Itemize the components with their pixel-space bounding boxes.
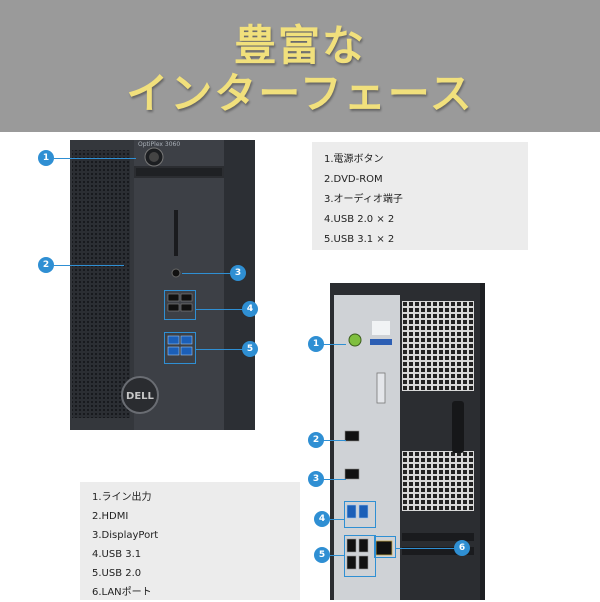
callout-leader	[330, 519, 344, 520]
front-interface-list: 1.電源ボタン 2.DVD-ROM 3.オーディオ端子 4.USB 2.0 × …	[312, 142, 528, 250]
front-panel-photo: DELL	[70, 140, 255, 430]
list-item: 3.DisplayPort	[92, 530, 159, 541]
list-item: 1.ライン出力	[92, 492, 152, 503]
callout-marker: 2	[308, 432, 324, 448]
callout-marker: 2	[38, 257, 54, 273]
svg-text:DELL: DELL	[126, 391, 155, 402]
callout-marker: 1	[308, 336, 324, 352]
list-item: 2.HDMI	[92, 511, 129, 522]
usb31-highlight	[344, 501, 376, 528]
callout-leader	[396, 548, 454, 549]
callout-leader	[330, 555, 344, 556]
rear-interface-list: 1.ライン出力 2.HDMI 3.DisplayPort 4.USB 3.1 5…	[80, 482, 300, 600]
callout-leader	[322, 344, 346, 345]
list-item: 5.USB 2.0	[92, 568, 142, 579]
callout-marker: 5	[314, 547, 330, 563]
banner-title-line-1: 豊富な	[233, 21, 366, 70]
callout-leader	[322, 440, 346, 441]
usb3-highlight	[164, 332, 196, 364]
title-banner: 豊富な インターフェース	[0, 0, 600, 132]
callout-marker: 4	[314, 511, 330, 527]
callout-marker: 3	[230, 265, 246, 281]
callout-leader	[196, 349, 244, 350]
callout-marker: 1	[38, 150, 54, 166]
callout-leader	[54, 265, 124, 266]
model-label: OptiPlex 3060	[138, 141, 181, 148]
list-item: 3.オーディオ端子	[324, 194, 403, 205]
callout-leader	[322, 479, 346, 480]
list-item: 2.DVD-ROM	[324, 174, 383, 185]
callout-leader	[196, 309, 244, 310]
list-item: 6.LANポート	[92, 587, 152, 598]
callout-marker: 5	[242, 341, 258, 357]
usb2-highlight	[164, 290, 196, 320]
callout-leader	[182, 273, 232, 274]
callout-marker: 6	[454, 540, 470, 556]
list-item: 4.USB 2.0 × 2	[324, 214, 395, 225]
callout-leader	[54, 158, 136, 159]
list-item: 1.電源ボタン	[324, 154, 384, 165]
callout-marker: 4	[242, 301, 258, 317]
list-item: 4.USB 3.1	[92, 549, 142, 560]
list-item: 5.USB 3.1 × 2	[324, 234, 395, 245]
usb20-highlight	[344, 535, 376, 577]
callout-marker: 3	[308, 471, 324, 487]
banner-title-line-2: インターフェース	[126, 69, 474, 118]
lan-highlight	[374, 536, 396, 558]
